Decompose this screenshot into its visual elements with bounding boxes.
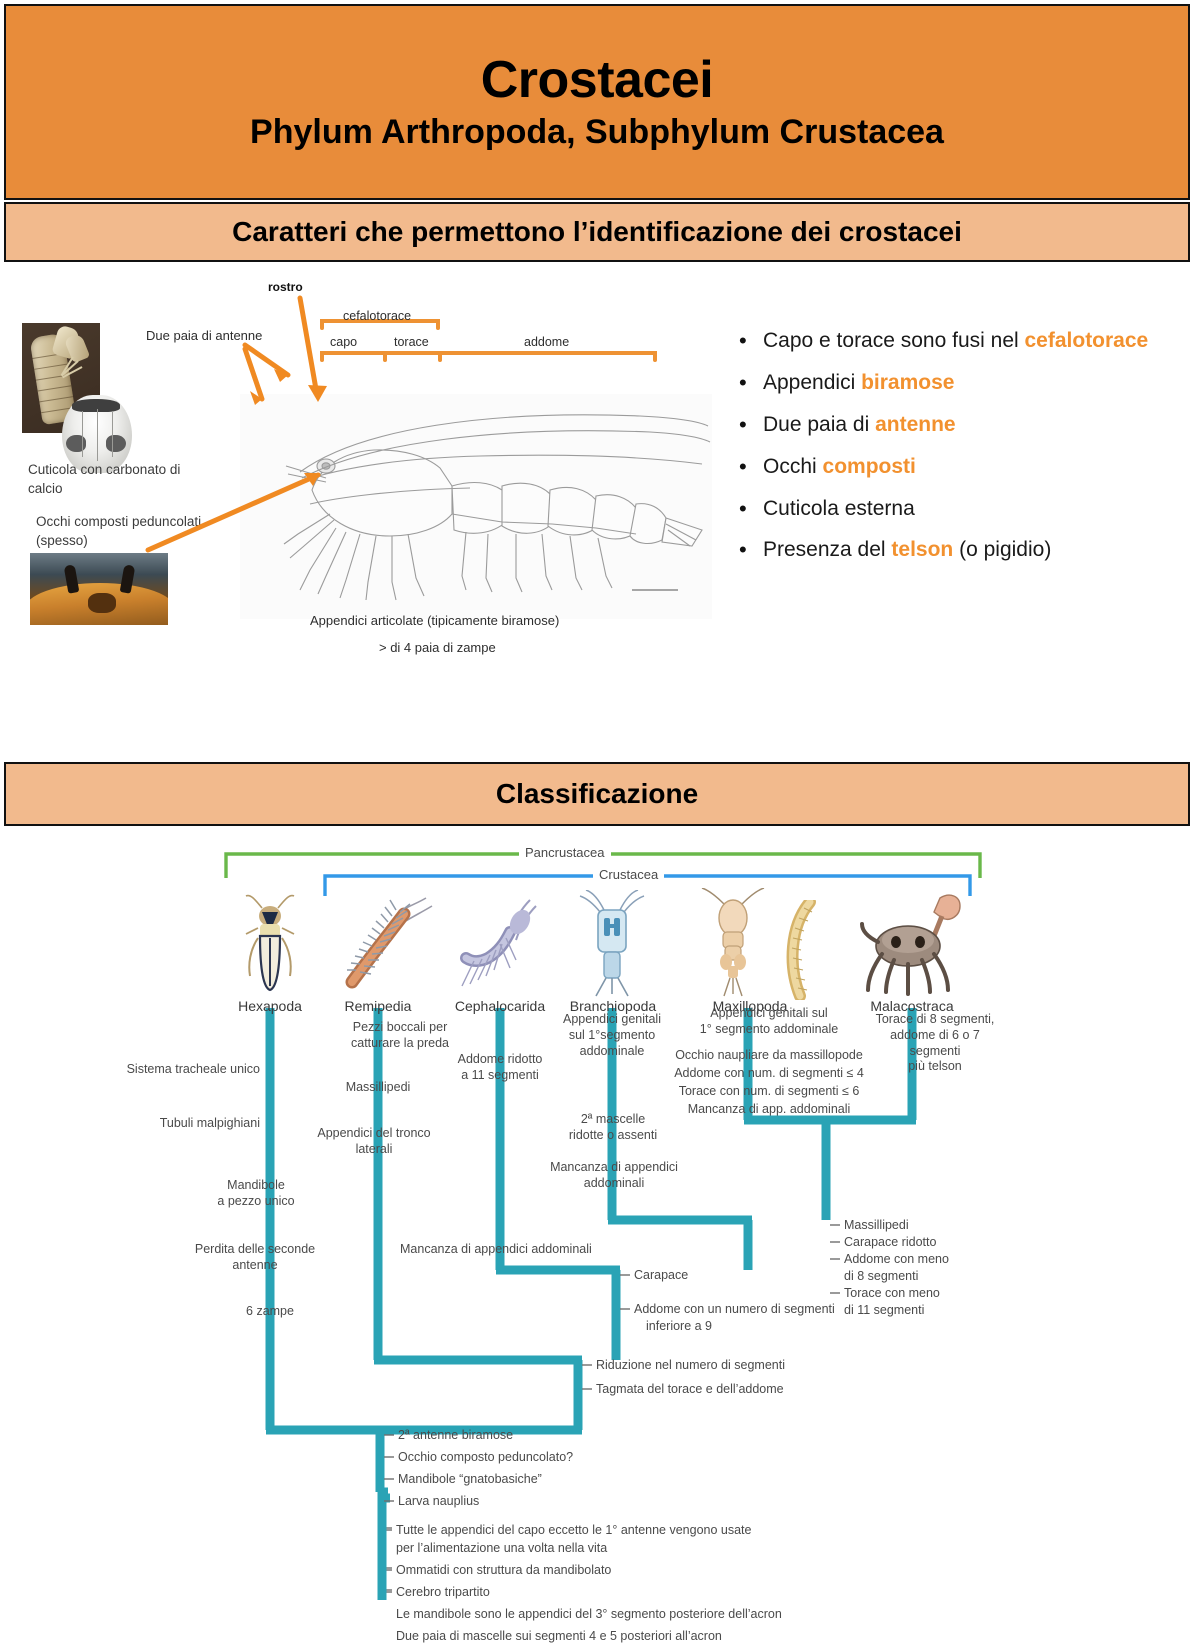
trait-maxillopoda-2: Addome con num. di segmenti ≤ 4 bbox=[674, 1066, 864, 1080]
trait-hexapoda-4: 6 zampe bbox=[246, 1304, 294, 1318]
node-branch-2: inferiore a 9 bbox=[646, 1319, 713, 1333]
taxon-label-maxillopoda: Maxillopoda bbox=[712, 998, 788, 1014]
animal-remipedia bbox=[330, 890, 440, 995]
node-pancrustacea-2: Ommatidi con struttura da mandibolato bbox=[396, 1563, 612, 1577]
animal-malacostraca bbox=[856, 888, 968, 998]
trait-remipedia-2: Appendici del tronco laterali bbox=[317, 1126, 431, 1156]
character-item-highlight: cefalotorace bbox=[1024, 329, 1149, 352]
label-rostro: rostro bbox=[268, 280, 303, 294]
label-due-paia-antenne: Due paia di antenne bbox=[146, 328, 263, 343]
character-item-highlight: telson bbox=[891, 538, 954, 562]
node-maxi-mala-2: Addome con meno bbox=[844, 1252, 949, 1266]
trait-maxillopoda-4: Mancanza di app. addominali bbox=[687, 1102, 851, 1116]
trait-hexapoda-1: Tubuli malpighiani bbox=[159, 1116, 260, 1130]
node-crustacea-1: Occhio composto peduncolato? bbox=[398, 1450, 574, 1464]
section-header-caratteri-label: Caratteri che permettono l’identificazio… bbox=[232, 216, 962, 247]
page-subtitle: Phylum Arthropoda, Subphylum Crustacea bbox=[250, 112, 944, 151]
node-maxi-mala-3: di 8 segmenti bbox=[844, 1269, 919, 1283]
shrimp-illustration bbox=[240, 394, 712, 619]
node-pancrustacea-3: Cerebro tripartito bbox=[396, 1585, 490, 1599]
trait-maxillopoda-1: Occhio naupliare da massillopode bbox=[675, 1048, 863, 1062]
trait-maxillopoda-0: Appendici genitali sul 1° segmento addom… bbox=[699, 1006, 839, 1036]
character-item-text: Occhi bbox=[763, 454, 823, 478]
node-ceph-1: Tagmata del torace e dell’addome bbox=[596, 1382, 784, 1396]
trait-cephalocarida-0: Addome ridotto a 11 segmenti bbox=[457, 1052, 543, 1082]
label-occhi-composti: Occhi composti peduncolati (spesso) bbox=[36, 514, 202, 548]
trait-hexapoda-3: Perdita delle seconde antenne bbox=[194, 1242, 316, 1272]
character-item: Capo e torace sono fusi nel cefalotorace bbox=[735, 327, 1185, 355]
node-pancrustacea-4: Le mandibole sono le appendici del 3° se… bbox=[396, 1607, 782, 1621]
characters-list: Capo e torace sono fusi nel cefalotorace… bbox=[735, 327, 1185, 579]
animal-cephalocarida bbox=[458, 892, 550, 997]
trait-hexapoda-2: Mandibole a pezzo unico bbox=[217, 1178, 295, 1208]
label-paia-zampe: > di 4 paia di zampe bbox=[379, 640, 496, 655]
label-torace: torace bbox=[394, 335, 429, 349]
label-appendici-articolate: Appendici articolate (tipicamente biramo… bbox=[310, 613, 560, 628]
node-crustacea-3: Larva nauplius bbox=[398, 1494, 480, 1508]
character-item: Presenza del telson (o pigidio) bbox=[735, 536, 1185, 564]
slide-page: Crostacei Phylum Arthropoda, Subphylum C… bbox=[0, 0, 1200, 1600]
node-maxi-mala-0: Massillipedi bbox=[844, 1218, 909, 1232]
section-header-classificazione: Classificazione bbox=[4, 762, 1190, 826]
label-cefalotorace: cefalotorace bbox=[343, 309, 412, 323]
animal-maxillopoda-barnacle bbox=[782, 900, 822, 1000]
label-addome: addome bbox=[524, 335, 570, 349]
trait-remipedia-0: Pezzi boccali per catturare la preda bbox=[351, 1020, 449, 1050]
character-item: Cuticola esterna bbox=[735, 495, 1185, 523]
node-branch-1: Addome con un numero di segmenti bbox=[634, 1302, 835, 1316]
node-label-mancanza-app-addominali: Mancanza di appendici addominali bbox=[400, 1242, 592, 1256]
trait-hexapoda-0: Sistema tracheale unico bbox=[126, 1062, 260, 1076]
bracket-label-crustacea: Crustacea bbox=[593, 867, 665, 882]
animal-branchiopoda bbox=[574, 890, 650, 998]
character-item: Appendici biramose bbox=[735, 369, 1185, 397]
cladogram-tree bbox=[224, 852, 982, 1593]
node-pancrustacea-0: Tutte le appendici del capo eccetto le 1… bbox=[396, 1523, 752, 1537]
trait-branchiopoda-0: Appendici genitali sul 1°segmento addomi… bbox=[563, 1012, 661, 1058]
character-item: Due paia di antenne bbox=[735, 411, 1185, 439]
bracket-label-pancrustacea: Pancrustacea bbox=[519, 845, 611, 860]
animal-maxillopoda-copepod bbox=[700, 888, 766, 998]
character-item-suffix: (o pigidio) bbox=[953, 538, 1052, 562]
trait-remipedia-1: Massillipedi bbox=[345, 1080, 411, 1094]
label-capo: capo bbox=[330, 335, 358, 349]
label-cuticola: Cuticola con carbonato di calcio bbox=[28, 462, 181, 496]
taxon-label-hexapoda: Hexapoda bbox=[238, 998, 302, 1014]
barnacle-photo bbox=[62, 395, 132, 473]
page-title: Crostacei bbox=[480, 51, 714, 109]
taxon-label-malacostraca: Malacostraca bbox=[870, 998, 954, 1014]
anatomy-section: Cuticola con carbonato di calcio Occhi c… bbox=[0, 265, 1200, 745]
trait-branchiopoda-1: 2ª mascelle ridotte o assenti bbox=[568, 1112, 658, 1142]
node-maxi-mala-1: Carapace ridotto bbox=[844, 1235, 937, 1249]
node-maxi-mala-4: Torace con meno bbox=[844, 1286, 940, 1300]
node-crustacea-2: Mandibole “gnatobasiche” bbox=[398, 1472, 542, 1486]
cladogram: Pancrustacea Crustacea bbox=[0, 830, 1200, 1643]
character-item-text: Presenza del bbox=[763, 538, 892, 562]
trait-branchiopoda-2: Mancanza di appendici addominali bbox=[550, 1160, 678, 1190]
crab-photo bbox=[30, 553, 168, 625]
trait-maxillopoda-3: Torace con num. di segmenti ≤ 6 bbox=[678, 1084, 860, 1098]
section-header-classificazione-label: Classificazione bbox=[495, 778, 699, 809]
character-item-text: Appendici bbox=[763, 370, 862, 394]
node-maxi-mala-5: di 11 segmenti bbox=[844, 1303, 925, 1317]
taxon-label-cephalocarida: Cephalocarida bbox=[454, 998, 546, 1014]
node-pancrustacea-5: Due paia di mascelle sui segmenti 4 e 5 … bbox=[396, 1629, 722, 1643]
title-band: Crostacei Phylum Arthropoda, Subphylum C… bbox=[4, 4, 1190, 200]
character-item-text: Cuticola esterna bbox=[763, 496, 915, 520]
node-ceph-0: Riduzione nel numero di segmenti bbox=[596, 1358, 785, 1372]
taxon-label-branchiopoda: Branchiopoda bbox=[569, 998, 657, 1014]
classification-section: Pancrustacea Crustacea bbox=[0, 830, 1200, 1643]
node-branch-0: Carapace bbox=[634, 1268, 689, 1282]
character-item-highlight: biramose bbox=[861, 370, 955, 394]
taxon-label-remipedia: Remipedia bbox=[344, 998, 412, 1014]
section-header-caratteri: Caratteri che permettono l’identificazio… bbox=[4, 202, 1190, 262]
character-item-highlight: antenne bbox=[875, 412, 956, 436]
trait-malacostraca-0: Torace di 8 segmenti, addome di 6 o 7 se… bbox=[875, 1012, 995, 1074]
character-item-text: Due paia di bbox=[763, 412, 876, 436]
character-item-text: Capo e torace sono fusi nel bbox=[763, 329, 1025, 352]
node-crustacea-0: 2ª antenne biramose bbox=[398, 1428, 514, 1442]
character-item-highlight: composti bbox=[822, 454, 916, 478]
character-item: Occhi composti bbox=[735, 453, 1185, 481]
node-pancrustacea-1: per l’alimentazione una volta nella vita bbox=[396, 1541, 608, 1555]
animal-hexapoda bbox=[240, 894, 300, 994]
